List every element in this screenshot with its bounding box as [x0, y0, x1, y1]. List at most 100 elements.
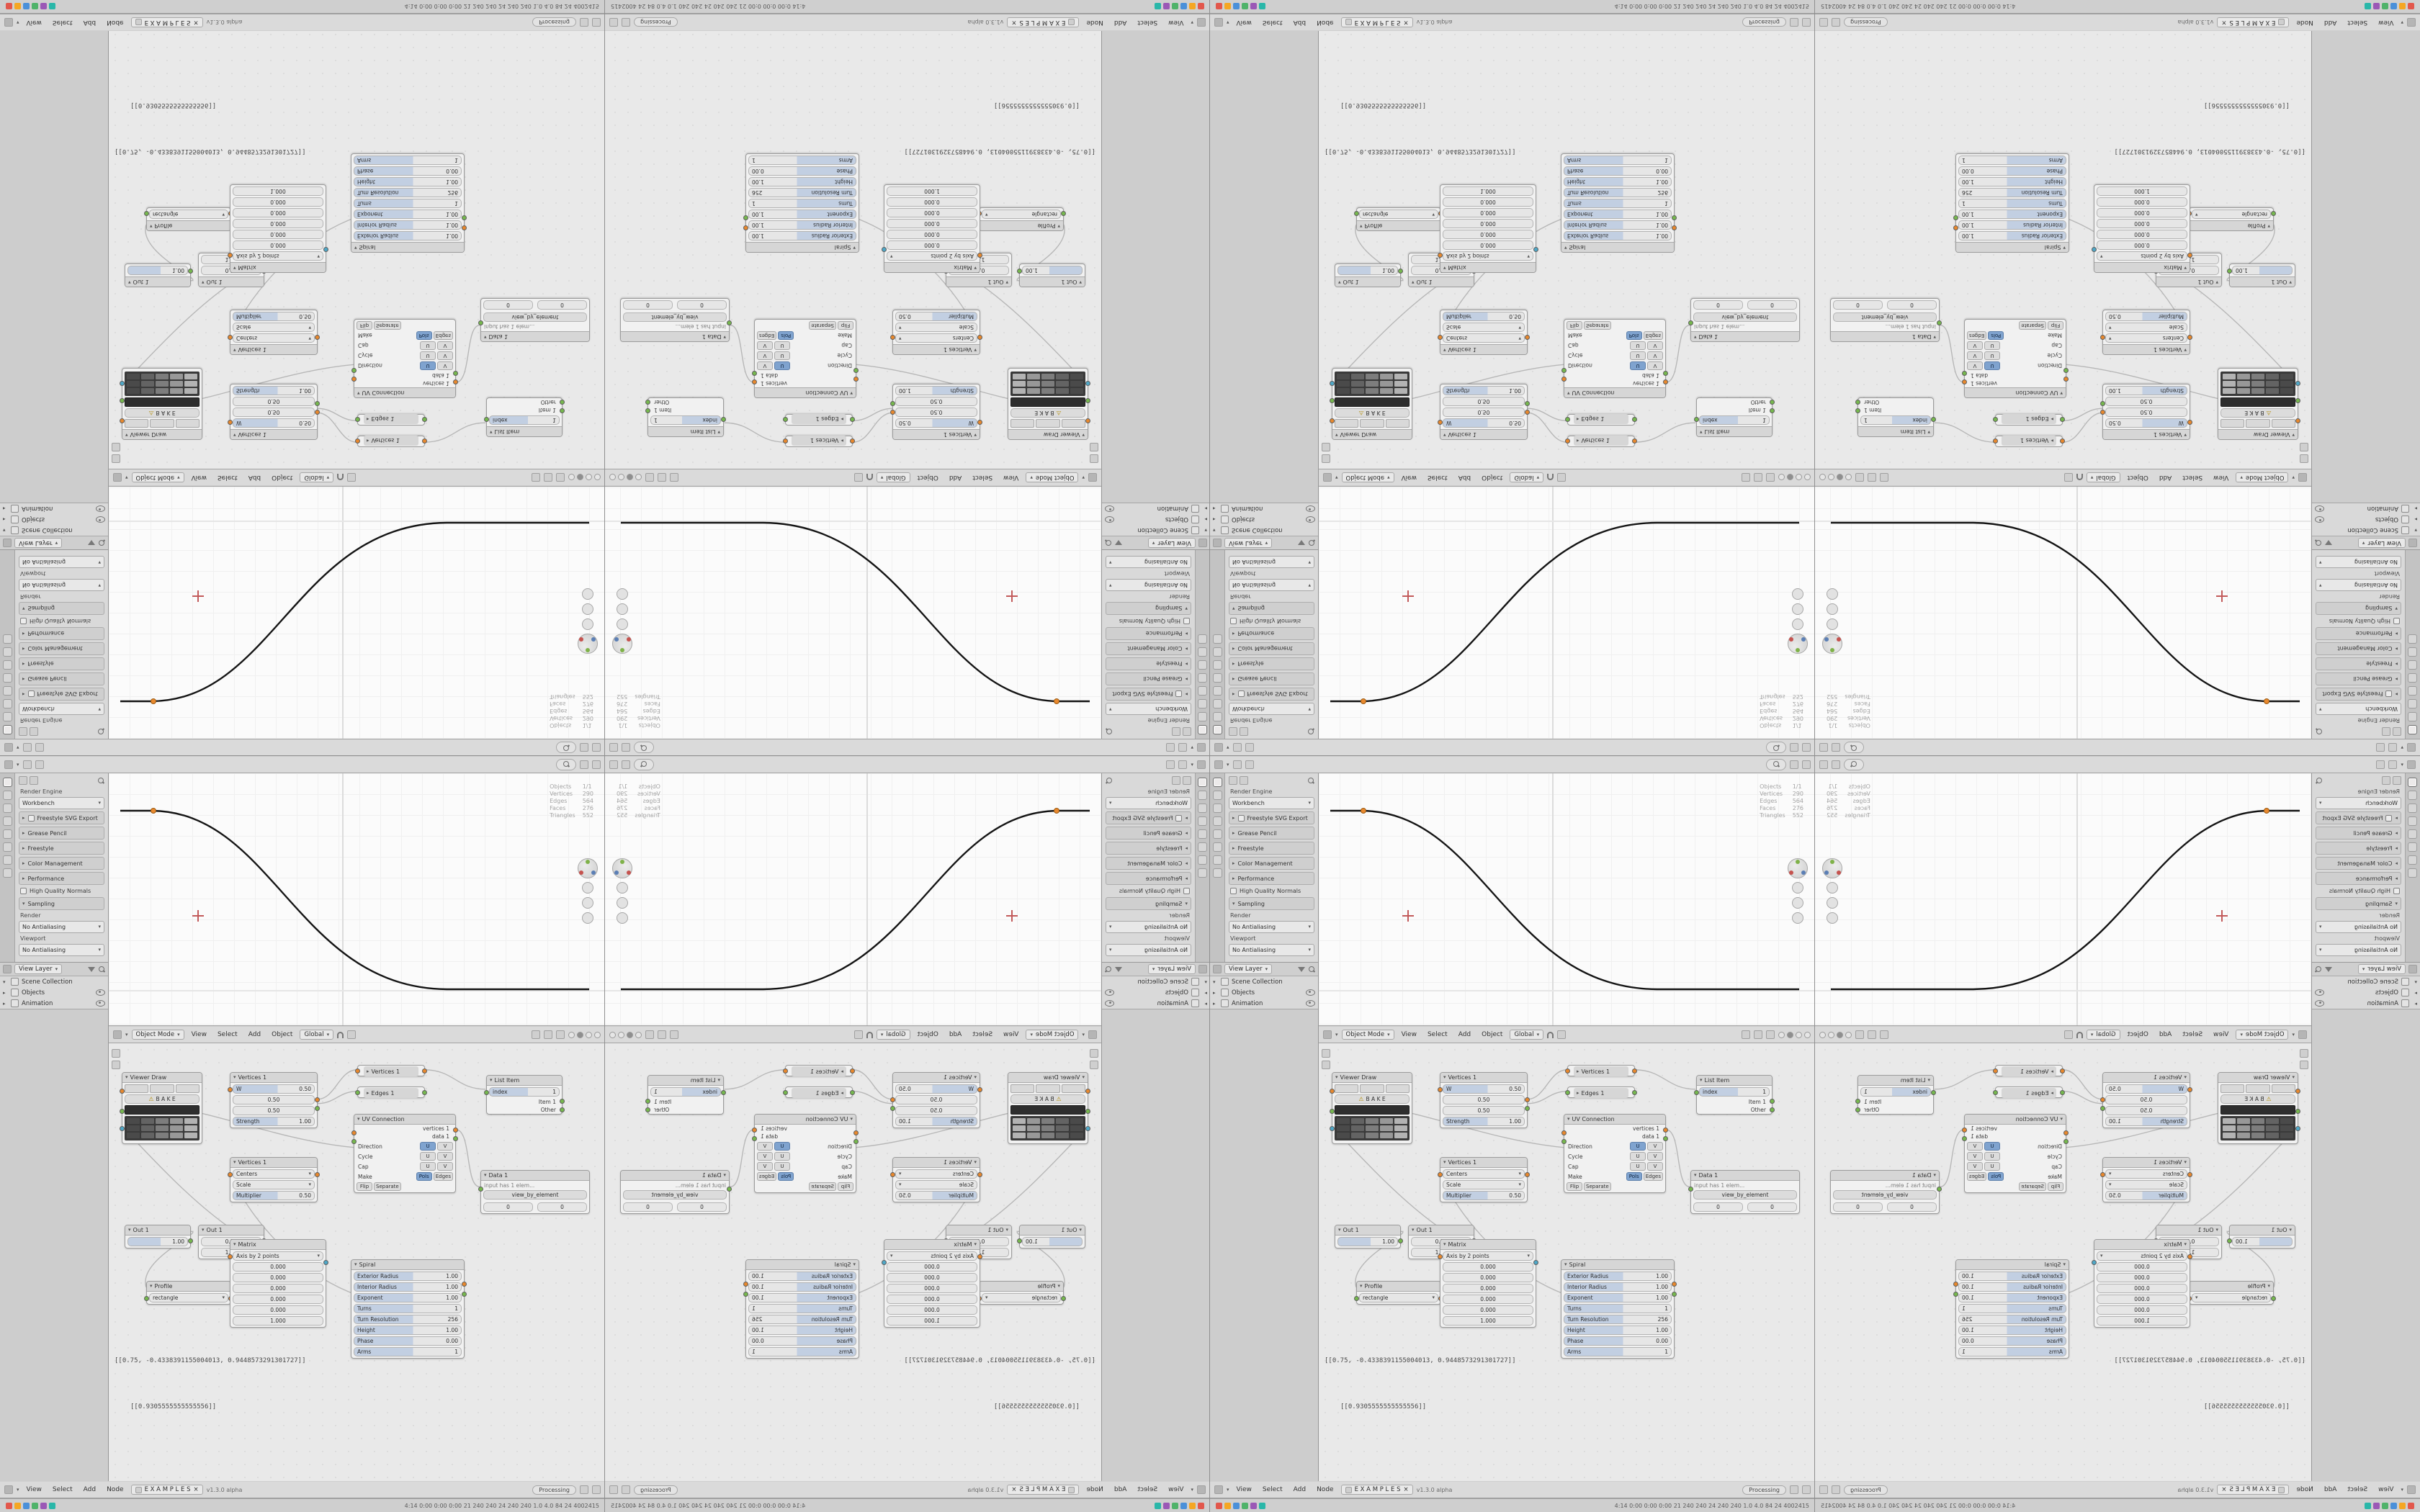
proportional-edit-icon[interactable]	[1557, 473, 1567, 482]
palette-swatch[interactable]	[1027, 1125, 1040, 1131]
panel-freestyle[interactable]: ▸ Freestyle	[2316, 842, 2401, 855]
shading-wireframe-icon[interactable]	[1778, 1031, 1785, 1038]
node-editor-type-icon[interactable]	[4, 1485, 13, 1494]
palette-swatch[interactable]	[2251, 374, 2264, 379]
toggle-u[interactable]: U	[420, 351, 436, 360]
mode-select[interactable]: Object Mode ▾	[2236, 472, 2289, 482]
vertices-socket[interactable]	[355, 1068, 360, 1074]
palette-swatch[interactable]	[170, 1118, 183, 1124]
shading-material-icon[interactable]	[586, 474, 592, 481]
centers-select[interactable]: Centers ▾	[1443, 333, 1525, 343]
data-tab-icon[interactable]	[2, 868, 12, 878]
node-collapse-icon[interactable]: ▾	[1564, 1261, 1567, 1267]
overlay-toggle-icon[interactable]	[580, 743, 588, 752]
panel-grease-pencil[interactable]: ▸ Grease Pencil	[2316, 827, 2401, 840]
viewport-editor-caret-icon[interactable]: ▾	[1335, 474, 1338, 481]
snap-grid-icon[interactable]	[592, 1485, 601, 1494]
menu-node[interactable]: Node	[1086, 1486, 1103, 1493]
node-collapse-icon[interactable]: ▾	[974, 1159, 977, 1165]
vector-field[interactable]: 0.000	[1443, 1273, 1533, 1282]
viewlayer-tab-icon[interactable]	[2, 804, 12, 813]
sampling-render-select[interactable]: No Antialiasing ▾	[1106, 921, 1191, 933]
node-editor-type-icon[interactable]	[4, 18, 13, 27]
data-socket[interactable]	[783, 417, 788, 422]
item-socket[interactable]	[645, 408, 650, 413]
app-icon-3[interactable]	[1180, 3, 1187, 10]
menu-add[interactable]: Add	[949, 474, 962, 481]
vector-field[interactable]: 0.000	[2097, 1284, 2187, 1293]
vertices-socket[interactable]	[1953, 1282, 1958, 1287]
strength-field[interactable]: Strength 1.00	[1443, 1117, 1525, 1126]
node-editor-type-icon[interactable]	[1214, 18, 1223, 27]
palette-swatch[interactable]	[1366, 381, 1379, 387]
value-field[interactable]: 1.00	[2232, 266, 2293, 275]
panel-freestyle-svg-export[interactable]: ▸ Freestyle SVG Export	[1106, 811, 1191, 824]
w-field[interactable]: 0.50	[1443, 1106, 1525, 1115]
sampling-render-select[interactable]: No Antialiasing ▾	[2316, 921, 2401, 933]
menu-node[interactable]: Node	[107, 1486, 124, 1493]
viewer-faces-toggle[interactable]	[175, 1084, 200, 1093]
node-collapse-icon[interactable]: ▾	[974, 1074, 977, 1080]
menu-select[interactable]: Select	[217, 1031, 238, 1038]
vertices-socket[interactable]	[2100, 335, 2105, 340]
zoom-gizmo-icon[interactable]	[1827, 882, 1838, 894]
bake-button[interactable]: ⚠ B A K E	[2220, 1094, 2295, 1104]
palette-swatch[interactable]	[170, 1133, 183, 1138]
filter-toggle-icon[interactable]	[1166, 760, 1175, 769]
app-icon-1[interactable]	[2408, 1502, 2414, 1509]
item-socket[interactable]	[645, 1099, 650, 1104]
vector-field[interactable]: 0.000	[2097, 197, 2187, 207]
app-icon-3[interactable]	[1233, 1502, 1240, 1509]
node-collapse-icon[interactable]: ▸	[1577, 438, 1579, 444]
outliner-mode-select[interactable]: View Layer ▾	[14, 964, 63, 974]
view-by-element-button[interactable]: view_by_element	[483, 312, 587, 322]
multiplier-field[interactable]: Multiplier 0.50	[1443, 1191, 1525, 1200]
node-collapse-icon[interactable]: ▾	[484, 334, 487, 340]
expand-caret-icon[interactable]: ▸	[1204, 516, 1207, 523]
data-tab-icon[interactable]	[1198, 868, 1208, 878]
object-tab-icon[interactable]	[1198, 842, 1208, 852]
palette-swatch[interactable]	[2251, 1118, 2264, 1124]
zoom-gizmo-icon[interactable]	[582, 882, 593, 894]
show-gizmo-icon[interactable]	[1742, 473, 1750, 482]
expand-caret-icon[interactable]: ▾	[2414, 978, 2417, 985]
viewer-faces-toggle[interactable]	[2220, 419, 2245, 428]
node-collapse-icon[interactable]: ▾	[2184, 265, 2187, 271]
mode-select[interactable]: Object Mode ▾	[2236, 1030, 2289, 1040]
item-socket[interactable]	[1770, 1099, 1775, 1104]
outliner-mode-select[interactable]: View Layer ▾	[2357, 964, 2406, 974]
node-collapse-icon[interactable]: ▾	[2292, 1074, 2295, 1080]
palette-swatch[interactable]	[1041, 388, 1054, 394]
palette-swatch[interactable]	[1351, 1133, 1364, 1138]
scene-tab-icon[interactable]	[2408, 816, 2418, 826]
viewer-color-swatch[interactable]	[125, 397, 200, 407]
scene-tab-icon[interactable]	[1198, 816, 1208, 826]
app-icon-1[interactable]	[1198, 1502, 1204, 1509]
node-collapse-icon[interactable]: ▾	[1079, 1227, 1082, 1233]
vertices-socket[interactable]	[2187, 1172, 2192, 1177]
palette-swatch[interactable]	[1351, 381, 1364, 387]
bake-button[interactable]: ⚠ B A K E	[1010, 408, 1085, 418]
palette-swatch[interactable]	[2223, 381, 2236, 387]
bake-button[interactable]: ⚠ B A K E	[1335, 408, 1410, 418]
w-field[interactable]: W 0.50	[895, 1084, 977, 1094]
separate-toggle[interactable]: Separate	[374, 321, 401, 330]
object-tab-icon[interactable]	[1198, 660, 1208, 670]
data-socket[interactable]	[453, 1136, 458, 1141]
menu-node[interactable]: Node	[1317, 19, 1334, 26]
node-collapse-icon[interactable]: ▸	[841, 416, 843, 423]
number-socket[interactable]	[1017, 1238, 1022, 1243]
data-socket[interactable]	[1993, 1090, 1998, 1095]
node-editor-caret-icon[interactable]: ▾	[17, 1486, 19, 1493]
outliner-editor-icon[interactable]	[3, 965, 12, 973]
palette-swatch[interactable]	[2280, 1118, 2293, 1124]
